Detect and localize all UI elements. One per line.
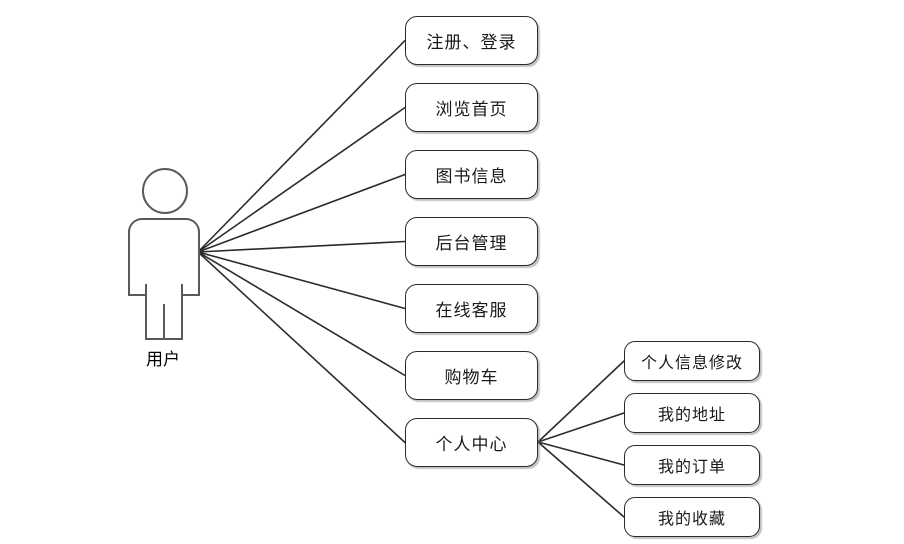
use-case-label: 购物车 [444, 368, 499, 388]
edge-user-actor-to-register-login [197, 39, 406, 253]
edge-user-actor-to-online-service [197, 251, 406, 310]
actor-leg-gap-icon [163, 304, 165, 340]
use-case-label: 图书信息 [435, 167, 508, 187]
use-case-edit-profile[interactable]: 个人信息修改 [624, 341, 760, 381]
use-case-online-service[interactable]: 在线客服 [405, 284, 538, 333]
use-case-label: 我的订单 [657, 457, 726, 476]
user-actor[interactable] [128, 168, 200, 340]
use-case-user-center[interactable]: 个人中心 [405, 418, 538, 467]
actor-left-leg-icon [145, 284, 147, 340]
edge-user-center-to-my-favorites [537, 441, 625, 518]
use-case-label: 注册、登录 [426, 33, 517, 53]
use-case-shopping-cart[interactable]: 购物车 [405, 351, 538, 400]
actor-body-icon [128, 218, 200, 296]
use-case-my-address[interactable]: 我的地址 [624, 393, 760, 433]
use-case-label: 我的收藏 [657, 509, 726, 528]
use-case-browse-home[interactable]: 浏览首页 [405, 83, 538, 132]
edge-user-actor-to-admin-manage [197, 240, 406, 253]
use-case-register-login[interactable]: 注册、登录 [405, 16, 538, 65]
edge-user-actor-to-book-info [197, 173, 406, 253]
use-case-label: 后台管理 [435, 234, 508, 254]
edge-user-actor-to-user-center [197, 251, 406, 444]
actor-label: 用户 [146, 350, 180, 370]
edge-user-center-to-edit-profile [537, 360, 625, 443]
actor-feet-icon [145, 338, 183, 340]
use-case-my-orders[interactable]: 我的订单 [624, 445, 760, 485]
actor-hip-right-icon [181, 294, 200, 296]
edge-user-center-to-my-orders [537, 441, 625, 466]
use-case-label: 个人中心 [435, 435, 508, 455]
actor-right-leg-icon [181, 284, 183, 340]
use-case-label: 在线客服 [435, 301, 508, 321]
use-case-label: 浏览首页 [435, 100, 508, 120]
use-case-book-info[interactable]: 图书信息 [405, 150, 538, 199]
edge-user-actor-to-shopping-cart [197, 251, 406, 377]
use-case-my-favorites[interactable]: 我的收藏 [624, 497, 760, 537]
edge-user-center-to-my-address [537, 412, 625, 443]
actor-hip-left-icon [128, 294, 147, 296]
actor-head-icon [142, 168, 188, 214]
use-case-label: 个人信息修改 [640, 353, 743, 372]
edge-user-actor-to-browse-home [197, 106, 406, 253]
use-case-label: 我的地址 [657, 405, 726, 424]
use-case-admin-manage[interactable]: 后台管理 [405, 217, 538, 266]
